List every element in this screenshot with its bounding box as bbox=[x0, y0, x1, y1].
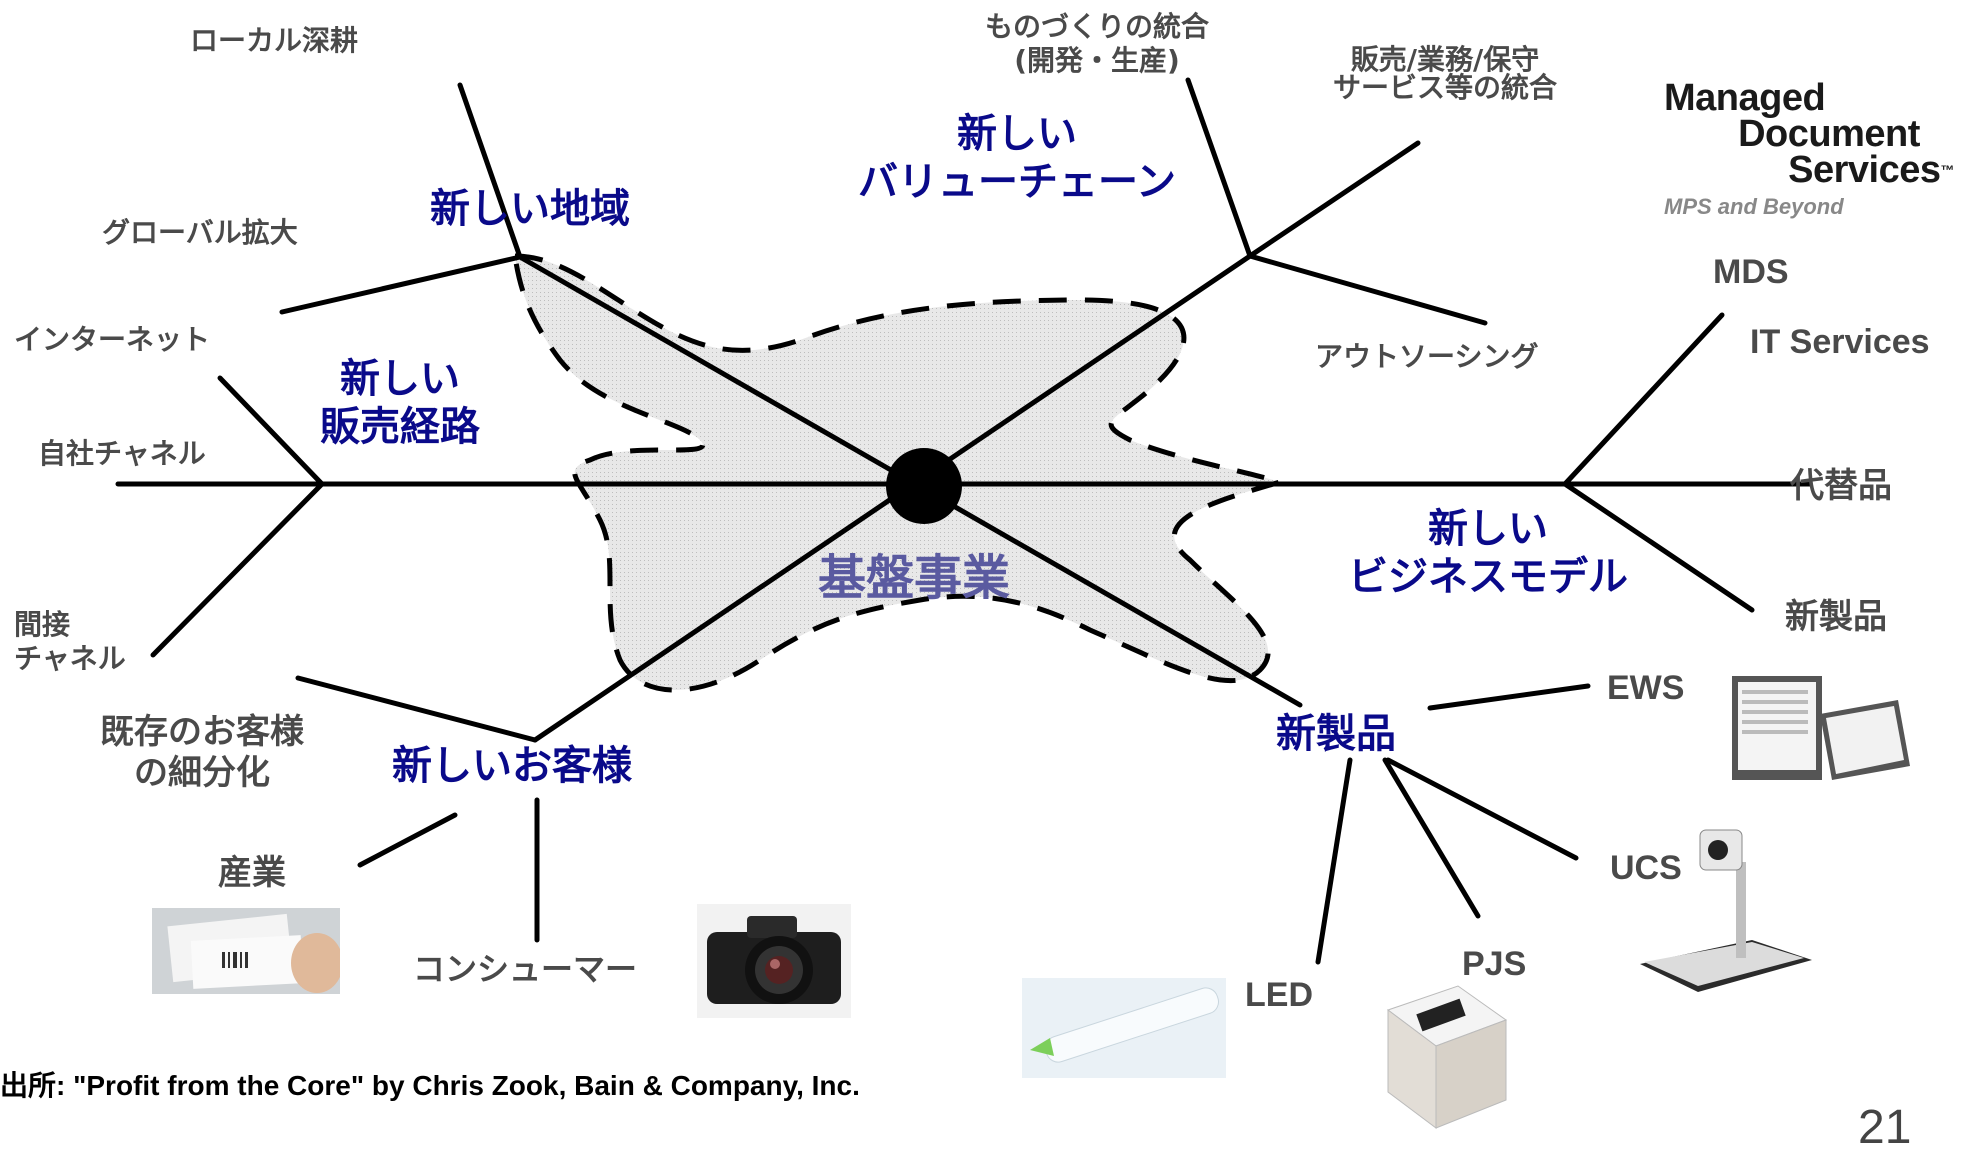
item-consumer: コンシューマー bbox=[413, 950, 638, 988]
spoke-manufacturing bbox=[1185, 77, 1253, 259]
item-led: LED bbox=[1245, 976, 1313, 1014]
branch-label-new-products: 新製品 bbox=[1276, 711, 1396, 757]
spoke-internet bbox=[217, 375, 325, 487]
core-label: 基盤事業 bbox=[818, 550, 1011, 606]
item-existing-customers: 既存のお客様 の細分化 bbox=[100, 712, 304, 793]
spoke-global bbox=[279, 254, 523, 315]
spoke-local bbox=[457, 82, 523, 260]
spoke-mds bbox=[1562, 312, 1725, 487]
core-center-dot bbox=[886, 448, 962, 524]
spoke-ucs bbox=[1385, 757, 1579, 861]
ticket-photo bbox=[152, 908, 340, 994]
item-ews: EWS bbox=[1607, 669, 1685, 707]
spoke-outsourcing bbox=[1247, 253, 1488, 326]
source-footnote: 出所: "Profit from the Core" by Chris Zook… bbox=[0, 1070, 860, 1101]
spoke-ews bbox=[1427, 683, 1591, 711]
item-industry: 産業 bbox=[218, 853, 286, 893]
item-new-product-bm: 新製品 bbox=[1785, 597, 1887, 637]
item-manufacturing: ものづくりの統合 (開発・生産) bbox=[985, 10, 1210, 77]
projector-photo bbox=[1386, 985, 1508, 1129]
branch-label-new-value-chain: 新しい バリューチェーン bbox=[858, 111, 1176, 205]
item-indirect-channel: 間接 チャネル bbox=[14, 608, 126, 675]
item-it-services: IT Services bbox=[1750, 323, 1930, 361]
spoke-new-product bbox=[1562, 481, 1755, 613]
mds-logo: Managed Document Services™ MPS and Beyon… bbox=[1664, 77, 1954, 219]
spoke-indirect bbox=[150, 481, 325, 658]
item-substitute: 代替品 bbox=[1790, 466, 1892, 506]
camera-photo bbox=[697, 904, 851, 1018]
branch-label-new-business-model: 新しい ビジネスモデル bbox=[1348, 506, 1628, 600]
spoke-pjs bbox=[1382, 757, 1481, 919]
page-number: 21 bbox=[1858, 1101, 1912, 1154]
branch-label-new-region: 新しい地域 bbox=[430, 186, 630, 232]
item-ucs: UCS bbox=[1610, 849, 1682, 887]
camera-stand-photo bbox=[1640, 829, 1812, 992]
item-local: ローカル深耕 bbox=[190, 24, 359, 57]
led-tube-photo bbox=[1022, 978, 1226, 1078]
spoke-existing bbox=[295, 675, 538, 743]
item-sales-service: 販売/業務/保守 サービス等の統合 bbox=[1333, 43, 1558, 104]
item-pjs: PJS bbox=[1462, 945, 1527, 983]
branch-label-new-customers: 新しいお客様 bbox=[392, 743, 632, 789]
item-outsourcing: アウトソーシング bbox=[1315, 340, 1539, 373]
item-global: グローバル拡大 bbox=[102, 216, 298, 249]
spoke-led bbox=[1315, 757, 1353, 965]
branch-label-new-channel: 新しい 販売経路 bbox=[320, 356, 480, 450]
tablet-photo bbox=[1728, 670, 1914, 784]
spoke-industry bbox=[357, 812, 458, 868]
item-internet: インターネット bbox=[14, 323, 211, 356]
growth-map-diagram bbox=[115, 77, 1813, 965]
item-own-channel: 自社チャネル bbox=[38, 437, 206, 470]
spoke-sales-service bbox=[1247, 140, 1421, 259]
item-mds: MDS bbox=[1713, 253, 1789, 291]
